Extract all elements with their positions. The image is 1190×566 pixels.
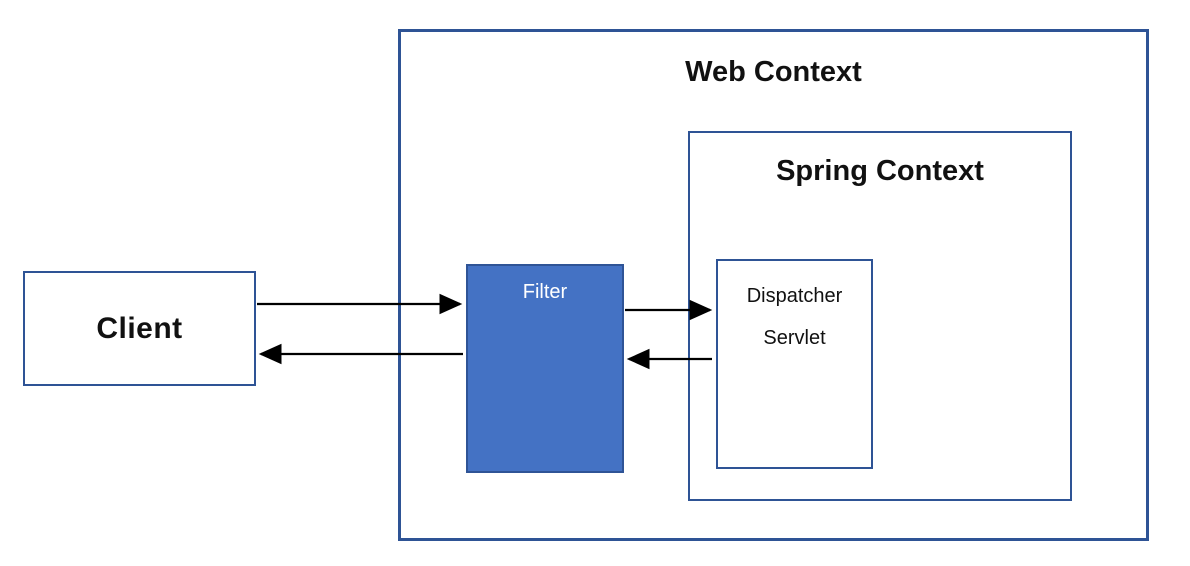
spring-context-title: Spring Context <box>776 155 984 187</box>
spring-context-node: Spring Context Dispatcher Servlet <box>688 131 1072 501</box>
web-context-node: Web Context Filter Spring Context Dispat… <box>398 29 1149 541</box>
dispatcher-servlet-label-line2: Servlet <box>763 327 826 349</box>
filter-label: Filter <box>522 281 568 303</box>
web-context-title: Web Context <box>685 56 862 88</box>
filter-node: Filter <box>466 264 624 473</box>
client-label: Client <box>96 311 183 345</box>
client-node: Client <box>23 271 256 386</box>
dispatcher-servlet-node: Dispatcher Servlet <box>716 259 873 469</box>
dispatcher-servlet-label-line1: Dispatcher <box>746 285 843 307</box>
